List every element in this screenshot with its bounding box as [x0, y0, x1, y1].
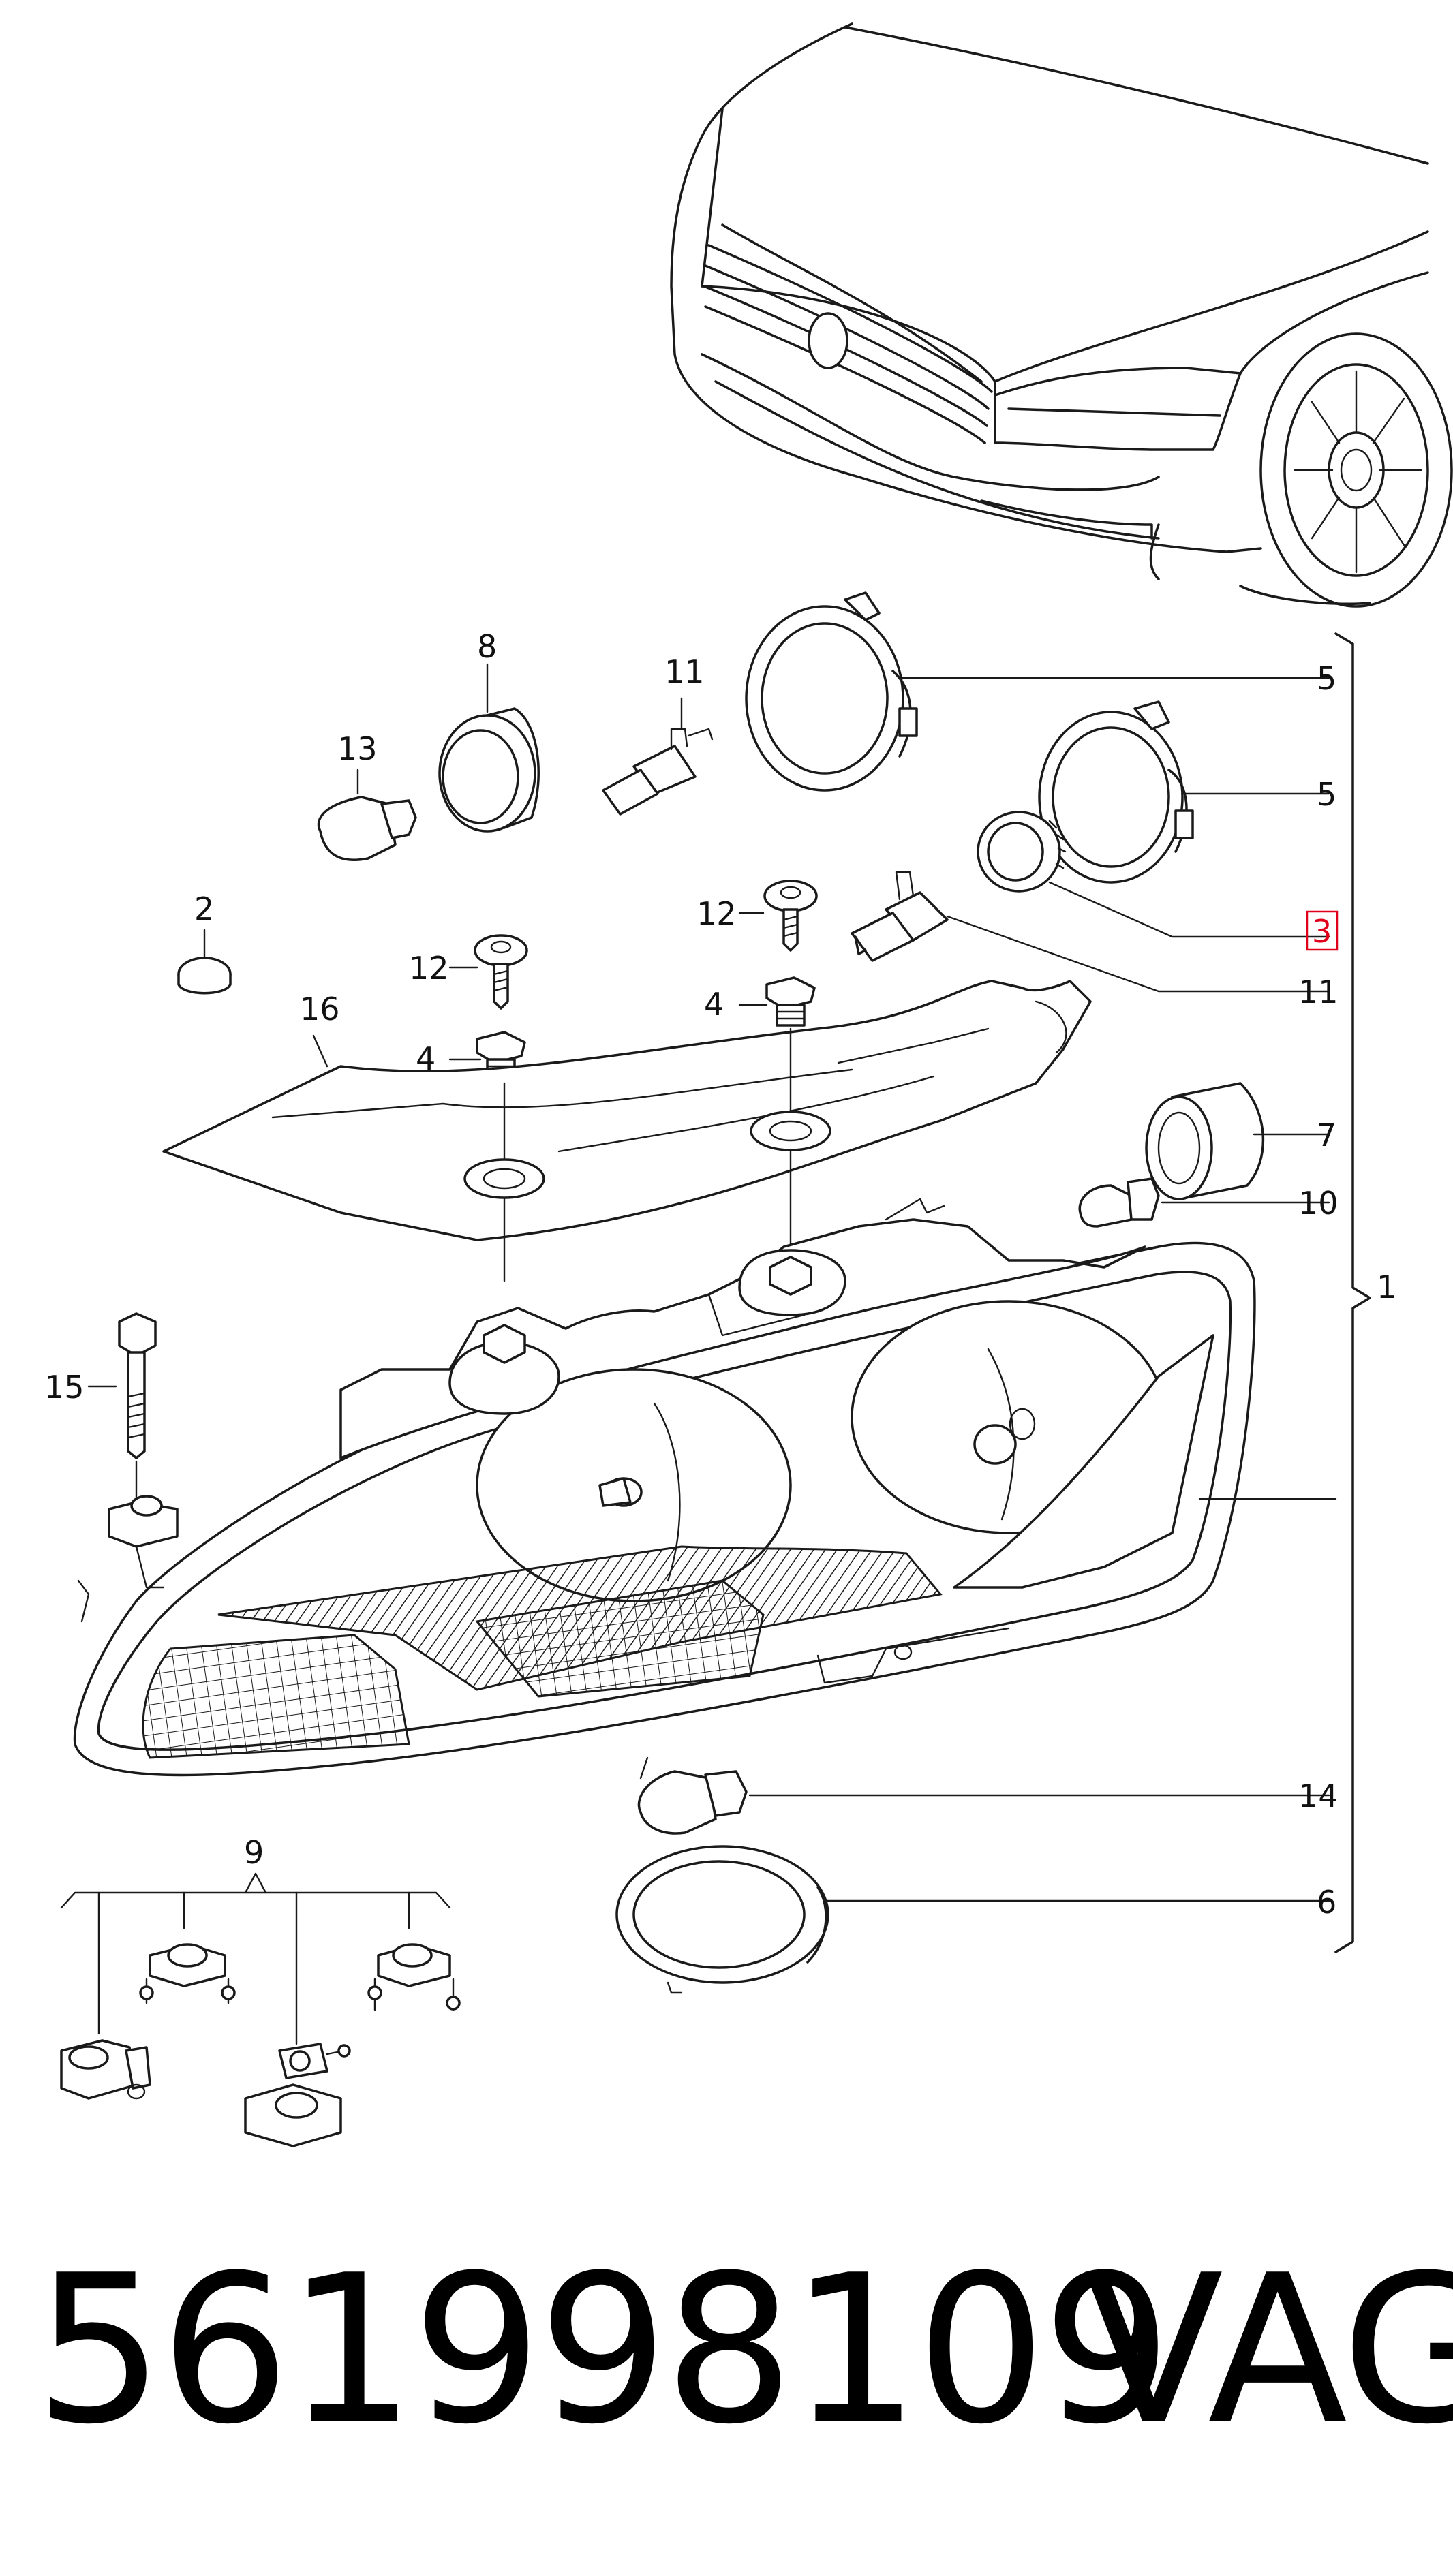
bulb-h7-lower [851, 871, 1330, 993]
bulb-holder-ring [977, 811, 1330, 938]
bulb-14 [637, 1770, 1330, 1835]
bulb-w5w-13 [317, 769, 417, 861]
callout-3-highlight-box [1306, 910, 1339, 951]
callout-2: 2 [194, 890, 214, 927]
seal-ring-6 [615, 1845, 1330, 1994]
cover-cap-small [1038, 700, 1330, 884]
callout-15: 15 [44, 1369, 85, 1406]
bulb-10 [1078, 1177, 1330, 1228]
screw-12-right [738, 880, 818, 952]
callout-5-lower: 5 [1317, 776, 1336, 813]
callout-14: 14 [1298, 1778, 1339, 1814]
seal-plate-16 [162, 980, 1092, 1282]
nut-4-right [738, 976, 816, 1027]
callout-6: 6 [1317, 1884, 1336, 1921]
car-front-illustration [670, 22, 1453, 608]
callout-11-lower: 11 [1298, 974, 1339, 1010]
plug-cap-2 [177, 929, 232, 995]
callout-1: 1 [1377, 1269, 1396, 1305]
callout-12-right: 12 [697, 895, 737, 932]
callout-4-right: 4 [704, 986, 724, 1023]
headlight-housing [73, 1198, 1337, 1780]
repair-bracket-set-9 [60, 1872, 461, 2147]
callout-16: 16 [300, 991, 340, 1027]
part-number: 561998109 [34, 2231, 1172, 2469]
callout-4-left: 4 [416, 1040, 435, 1077]
callout-9: 9 [244, 1834, 264, 1871]
bulb-holder-8 [438, 663, 540, 833]
brand-name: VAG [1084, 2231, 1453, 2469]
callout-8: 8 [477, 628, 497, 665]
callout-10: 10 [1298, 1185, 1339, 1222]
assembly-bracket [1334, 632, 1371, 1953]
callout-3: 3 [1312, 913, 1332, 950]
cover-cap-large [745, 591, 1330, 792]
bulb-h7-upper [602, 697, 714, 816]
callout-11-upper: 11 [664, 653, 705, 690]
callout-7: 7 [1317, 1117, 1336, 1153]
socket-7 [1145, 1082, 1330, 1200]
callout-12-left: 12 [409, 950, 449, 987]
screw-12-left [448, 934, 528, 1010]
callout-labels: 1 2 3 4 4 5 5 6 7 8 9 10 11 11 12 12 13 … [44, 628, 1396, 1921]
bolt-15 [87, 1312, 157, 1500]
callout-13: 13 [337, 730, 378, 767]
callout-5-upper: 5 [1317, 660, 1336, 697]
